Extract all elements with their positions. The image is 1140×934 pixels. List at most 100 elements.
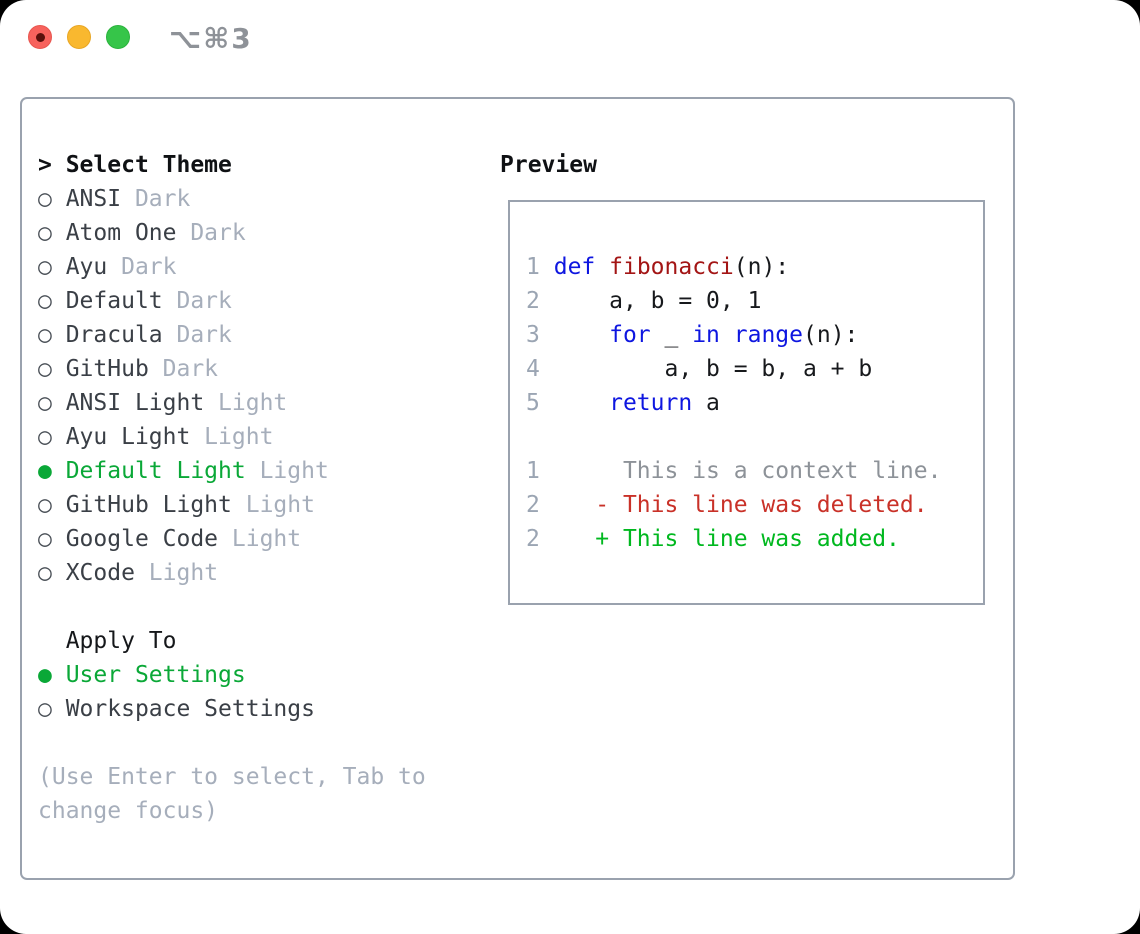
preview-title: Preview [500, 152, 597, 178]
apply-option-label: Workspace Settings [65, 696, 315, 722]
code-token-ln: 2 [526, 526, 540, 552]
theme-variant: Dark [162, 322, 232, 348]
theme-option-default-dark[interactable]: ○ Default Dark [38, 284, 426, 318]
radio-icon: ○ [38, 560, 66, 586]
theme-option-ansi-dark[interactable]: ○ ANSI Dark [38, 182, 426, 216]
preview-box: 1 def fibonacci(n): 2 a, b = 0, 1 3 for _ … [508, 200, 985, 605]
diff-line-2: 2 - This line was deleted. [526, 488, 983, 522]
code-token-kw: for [609, 322, 651, 348]
theme-variant: Light [218, 526, 302, 552]
radio-icon: ○ [38, 492, 66, 518]
code-token-pl: (n): [733, 254, 790, 280]
apply-option-label: User Settings [65, 662, 246, 688]
code-token-pl: (n): [803, 322, 859, 348]
spacer-row [38, 590, 426, 624]
code-token-ln: 3 [526, 322, 540, 348]
minimize-button[interactable] [67, 25, 91, 49]
theme-option-atom-one-dark[interactable]: ○ Atom One Dark [38, 216, 426, 250]
radio-icon: ○ [38, 526, 66, 552]
spacer-row [38, 726, 426, 760]
code-line-1: 1 def fibonacci(n): [526, 250, 983, 284]
code-token-pl [720, 322, 734, 348]
theme-option-github-light-light[interactable]: ○ GitHub Light Light [38, 488, 426, 522]
theme-name: Google Code [65, 526, 219, 552]
code-token-fn: fibonacci [609, 254, 734, 280]
code-token-pl [540, 390, 609, 416]
radio-icon: ○ [38, 356, 66, 382]
theme-option-ayu-light-light[interactable]: ○ Ayu Light Light [38, 420, 426, 454]
maximize-button[interactable] [106, 25, 130, 49]
code-token-pl: a [692, 390, 720, 416]
hint-line: change focus) [38, 798, 219, 824]
theme-variant: Light [190, 424, 274, 450]
code-token-pl: a, b = 0, 1 [539, 288, 762, 314]
window-shortcut-label: ⌥⌘3 [169, 22, 253, 55]
theme-variant: Dark [148, 356, 219, 382]
code-token-ln: 2 [526, 288, 540, 314]
traffic-lights [28, 25, 130, 49]
theme-variant: Dark [176, 220, 246, 246]
hint-text: (Use Enter to select, Tab to [38, 760, 426, 794]
code-token-kw: return [609, 390, 693, 416]
radio-selected-icon: ● [38, 458, 66, 484]
theme-name: Atom One [65, 220, 177, 246]
code-token-ln: 5 [526, 390, 540, 416]
theme-option-ayu-dark[interactable]: ○ Ayu Dark [38, 250, 426, 284]
code-token-ln: 4 [526, 356, 540, 382]
code-token-ln: 1 [526, 254, 540, 280]
theme-option-ansi-light-light[interactable]: ○ ANSI Light Light [38, 386, 426, 420]
theme-option-dracula-dark[interactable]: ○ Dracula Dark [38, 318, 426, 352]
theme-name: Default Light [65, 458, 246, 484]
code-token-add: + This line was added. [595, 526, 900, 552]
code-token-pl [540, 458, 623, 484]
theme-option-xcode-light[interactable]: ○ XCode Light [38, 556, 426, 590]
theme-name: ANSI Light [65, 390, 205, 416]
theme-variant: Dark [121, 186, 191, 212]
theme-variant: Light [204, 390, 288, 416]
radio-selected-icon: ● [38, 662, 66, 688]
select-theme-header: > Select Theme [38, 148, 426, 182]
code-token-ln: 1 [526, 458, 540, 484]
radio-icon: ○ [38, 220, 66, 246]
code-token-ln: 2 [526, 492, 540, 518]
theme-option-google-code-light[interactable]: ○ Google Code Light [38, 522, 426, 556]
code-token-pl [540, 322, 609, 348]
code-token-del: - This line was deleted. [595, 492, 928, 518]
code-line-3: 3 for _ in range(n): [526, 318, 983, 352]
theme-variant: Light [231, 492, 315, 518]
apply-option-workspace-settings[interactable]: ○ Workspace Settings [38, 692, 426, 726]
diff-line-3: 2 + This line was added. [526, 522, 983, 556]
select-theme-title: Select Theme [65, 152, 232, 178]
theme-name: GitHub [65, 356, 149, 382]
diff-line-1: 1 This is a context line. [526, 454, 983, 488]
indent [38, 628, 66, 654]
radio-icon: ○ [38, 390, 66, 416]
radio-icon: ○ [38, 288, 66, 314]
theme-option-default-light-light[interactable]: ● Default Light Light [38, 454, 426, 488]
spacer-row [526, 420, 983, 454]
hint-line: (Use Enter to select, Tab to [38, 764, 426, 790]
radio-icon: ○ [38, 254, 66, 280]
code-token-pl: _ [650, 322, 693, 348]
theme-name: Ayu [65, 254, 108, 280]
theme-option-github-dark[interactable]: ○ GitHub Dark [38, 352, 426, 386]
radio-icon: ○ [38, 186, 66, 212]
theme-variant: Light [245, 458, 329, 484]
theme-name: GitHub Light [65, 492, 232, 518]
theme-variant: Light [134, 560, 219, 586]
cursor-prefix-icon: > [38, 152, 66, 178]
theme-name: ANSI [65, 186, 122, 212]
code-line-5: 5 return a [526, 386, 983, 420]
radio-icon: ○ [38, 322, 66, 348]
theme-name: XCode [65, 560, 135, 586]
close-dot-icon [36, 33, 45, 42]
theme-picker-panel: > Select Theme○ ANSI Dark○ Atom One Dark… [20, 97, 1015, 880]
apply-to-title: Apply To [65, 628, 177, 654]
code-token-kw: range [733, 322, 804, 348]
apply-to-header: Apply To [38, 624, 426, 658]
code-token-pl: a, b = b, a + b [539, 356, 873, 382]
theme-name: Default [65, 288, 163, 314]
apply-option-user-settings[interactable]: ● User Settings [38, 658, 426, 692]
close-button[interactable] [28, 25, 52, 49]
radio-icon: ○ [38, 424, 66, 450]
